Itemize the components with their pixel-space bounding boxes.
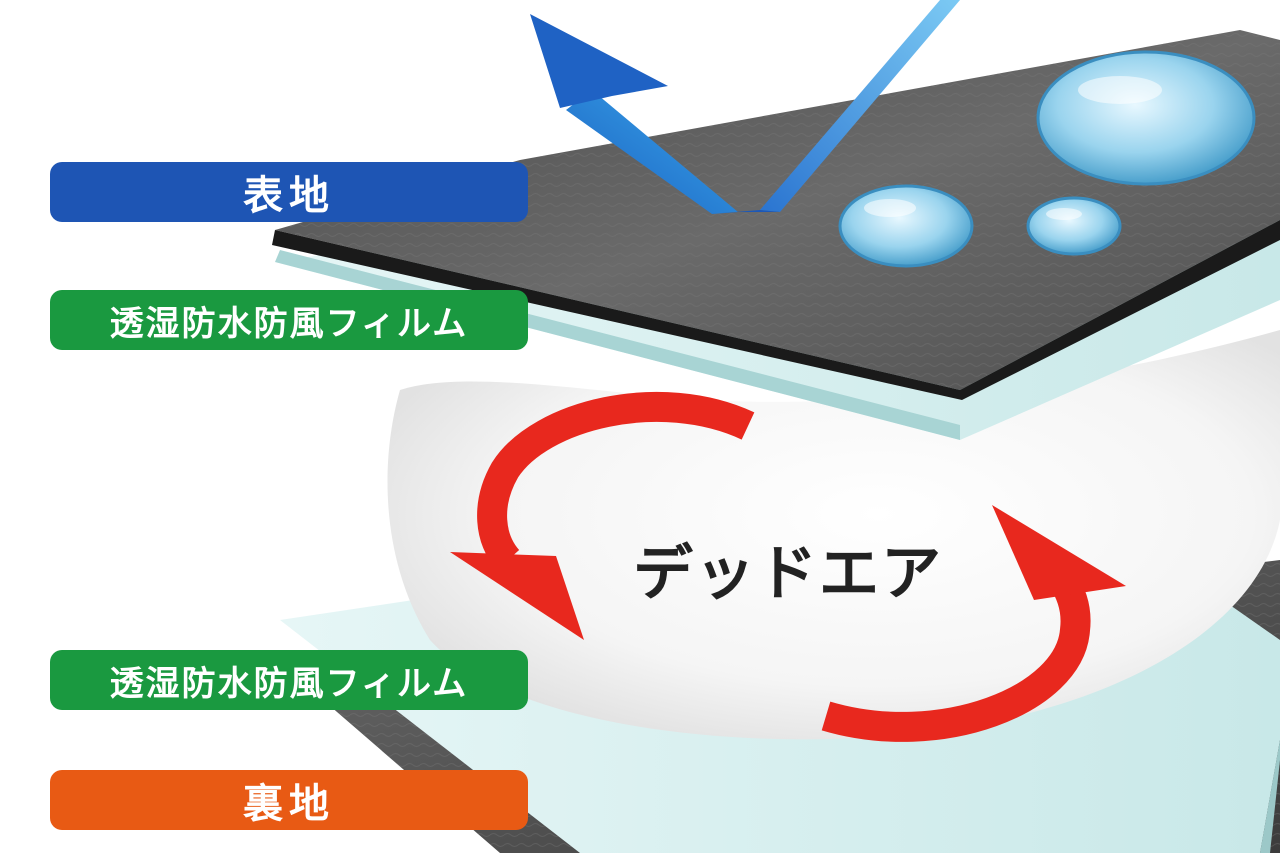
bottom-film-label: 透湿防水防風フィルム — [50, 650, 528, 710]
dead-air-label: デッドエア — [633, 538, 943, 609]
vapor-out-arrow-icon — [530, 0, 960, 214]
top-film-label: 透湿防水防風フィルム — [50, 290, 528, 350]
circulation-arrow-icon — [450, 392, 1126, 742]
inner-fabric-label: 裏地 — [50, 770, 528, 830]
outer-fabric-label: 表地 — [50, 162, 528, 222]
dead-air-cushion — [387, 330, 1280, 740]
water-droplet-icon — [838, 50, 1256, 268]
